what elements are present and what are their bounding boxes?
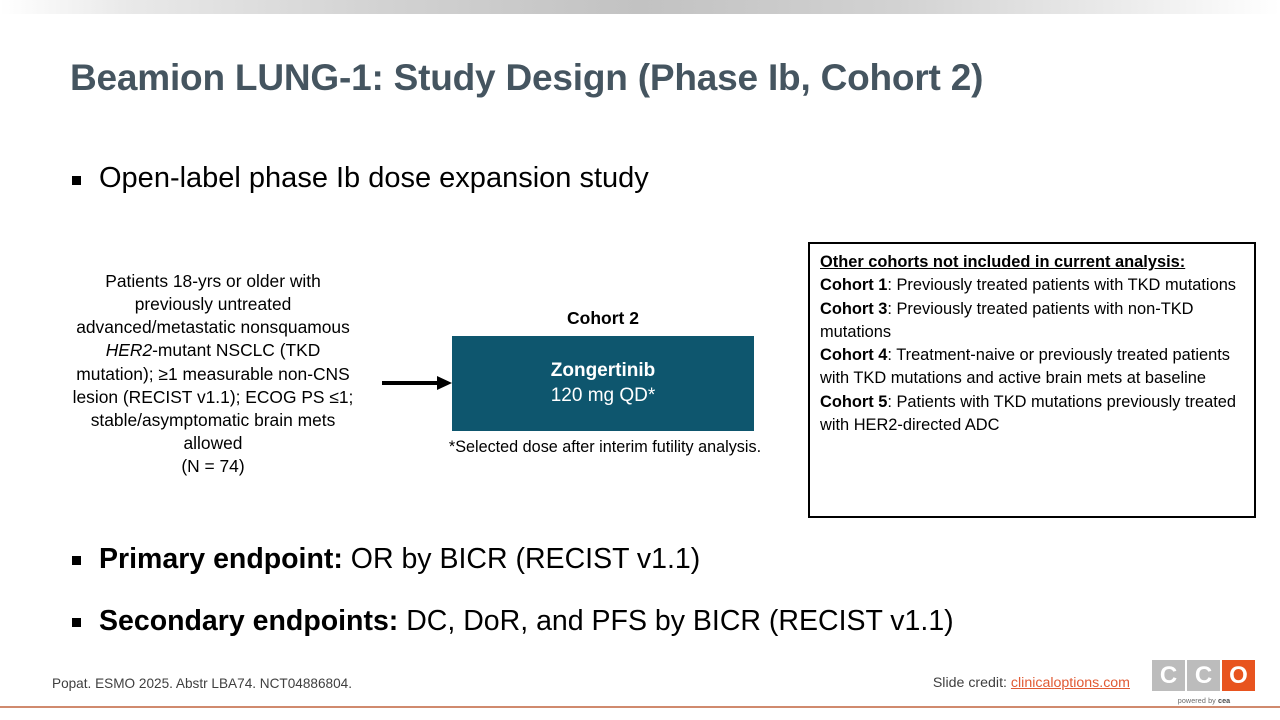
other-cohort-item-1: Cohort 1: Previously treated patients wi… — [820, 274, 1244, 297]
cco-logo: C C O powered by cea — [1152, 660, 1256, 705]
patients-line-5: mutation); ≥1 measurable non-CNS — [76, 363, 350, 384]
cohort-2-footnote: *Selected dose after interim futility an… — [448, 438, 762, 456]
logo-powered-by: powered by cea — [1152, 696, 1256, 705]
logo-letter-c2: C — [1187, 660, 1220, 691]
logo-powered-brand: cea — [1217, 696, 1231, 705]
other-cohort-4-desc: : Treatment-naive or previously treated … — [820, 346, 1230, 388]
other-cohort-5-name: Cohort 5 — [820, 392, 888, 411]
cohort-2-label: Cohort 2 — [567, 308, 639, 328]
logo-letter-c1: C — [1152, 660, 1185, 691]
square-bullet-icon — [72, 176, 81, 185]
secondary-endpoint-label: Secondary endpoints: — [99, 605, 399, 637]
primary-endpoint-line: Primary endpoint: OR by BICR (RECIST v1.… — [99, 543, 700, 576]
bullet-open-label: Open-label phase Ib dose expansion study — [72, 162, 649, 195]
logo-powered-prefix: powered by — [1177, 696, 1218, 705]
source-citation: Popat. ESMO 2025. Abstr LBA74. NCT048868… — [52, 676, 352, 691]
patient-eligibility-block: Patients 18-yrs or older with previously… — [52, 270, 374, 478]
cohort-2-dose: 120 mg QD* — [550, 384, 656, 406]
patients-line-7: stable/asymptomatic brain mets — [90, 409, 336, 430]
logo-letter-o: O — [1222, 660, 1255, 691]
patients-line-2: previously untreated — [134, 294, 292, 315]
other-cohort-3-name: Cohort 3 — [820, 299, 888, 318]
bottom-accent-rule — [0, 706, 1280, 708]
other-cohort-item-3: Cohort 3: Previously treated patients wi… — [820, 298, 1244, 345]
slide-credit-prefix: Slide credit: — [932, 675, 1011, 691]
slide-credit: Slide credit: clinicaloptions.com — [933, 675, 1130, 691]
patients-enrollment-count: (N = 74) — [181, 456, 245, 477]
flow-arrow-icon — [382, 376, 452, 390]
square-bullet-icon — [72, 556, 81, 565]
patients-line-8: allowed — [183, 432, 243, 453]
patients-line-1: Patients 18-yrs or older with — [105, 271, 321, 291]
primary-endpoint-value: OR by BICR (RECIST v1.1) — [342, 543, 701, 575]
other-cohort-1-desc: : Previously treated patients with TKD m… — [887, 276, 1237, 295]
patients-line-3: advanced/metastatic nonsquamous — [76, 317, 350, 338]
square-bullet-icon — [72, 618, 81, 627]
top-gradient-bar — [0, 0, 1280, 14]
cohort-2-treatment-box: Zongertinib 120 mg QD* — [452, 336, 754, 431]
other-cohort-item-5: Cohort 5: Patients with TKD mutations pr… — [820, 391, 1244, 438]
secondary-endpoint-line: Secondary endpoints: DC, DoR, and PFS by… — [99, 605, 954, 638]
cohort-2-drug-name: Zongertinib — [550, 360, 656, 382]
other-cohort-4-name: Cohort 4 — [820, 346, 888, 365]
secondary-endpoint-value: DC, DoR, and PFS by BICR (RECIST v1.1) — [398, 605, 954, 637]
bullet-open-label-text: Open-label phase Ib dose expansion study — [99, 162, 649, 194]
other-cohorts-heading: Other cohorts not included in current an… — [820, 253, 1186, 271]
other-cohort-1-name: Cohort 1 — [820, 276, 888, 295]
patients-line-6: lesion (RECIST v1.1); ECOG PS ≤1; — [72, 386, 354, 407]
other-cohort-5-desc: : Patients with TKD mutations previously… — [820, 392, 1237, 435]
other-cohort-3-desc: : Previously treated patients with non-T… — [820, 299, 1194, 341]
bullet-primary-endpoint: Primary endpoint: OR by BICR (RECIST v1.… — [72, 543, 700, 576]
other-cohort-item-4: Cohort 4: Treatment-naive or previously … — [820, 344, 1244, 391]
other-cohorts-box: Other cohorts not included in current an… — [808, 242, 1256, 518]
bullet-secondary-endpoints: Secondary endpoints: DC, DoR, and PFS by… — [72, 605, 954, 638]
patients-gene-italic: HER2 — [105, 340, 153, 361]
page-title: Beamion LUNG-1: Study Design (Phase Ib, … — [70, 57, 984, 98]
clinicaloptions-link[interactable]: clinicaloptions.com — [1010, 675, 1130, 691]
primary-endpoint-label: Primary endpoint: — [99, 543, 343, 575]
patients-line-4: -mutant NSCLC (TKD — [152, 340, 321, 361]
cco-logo-row: C C O — [1152, 660, 1256, 691]
